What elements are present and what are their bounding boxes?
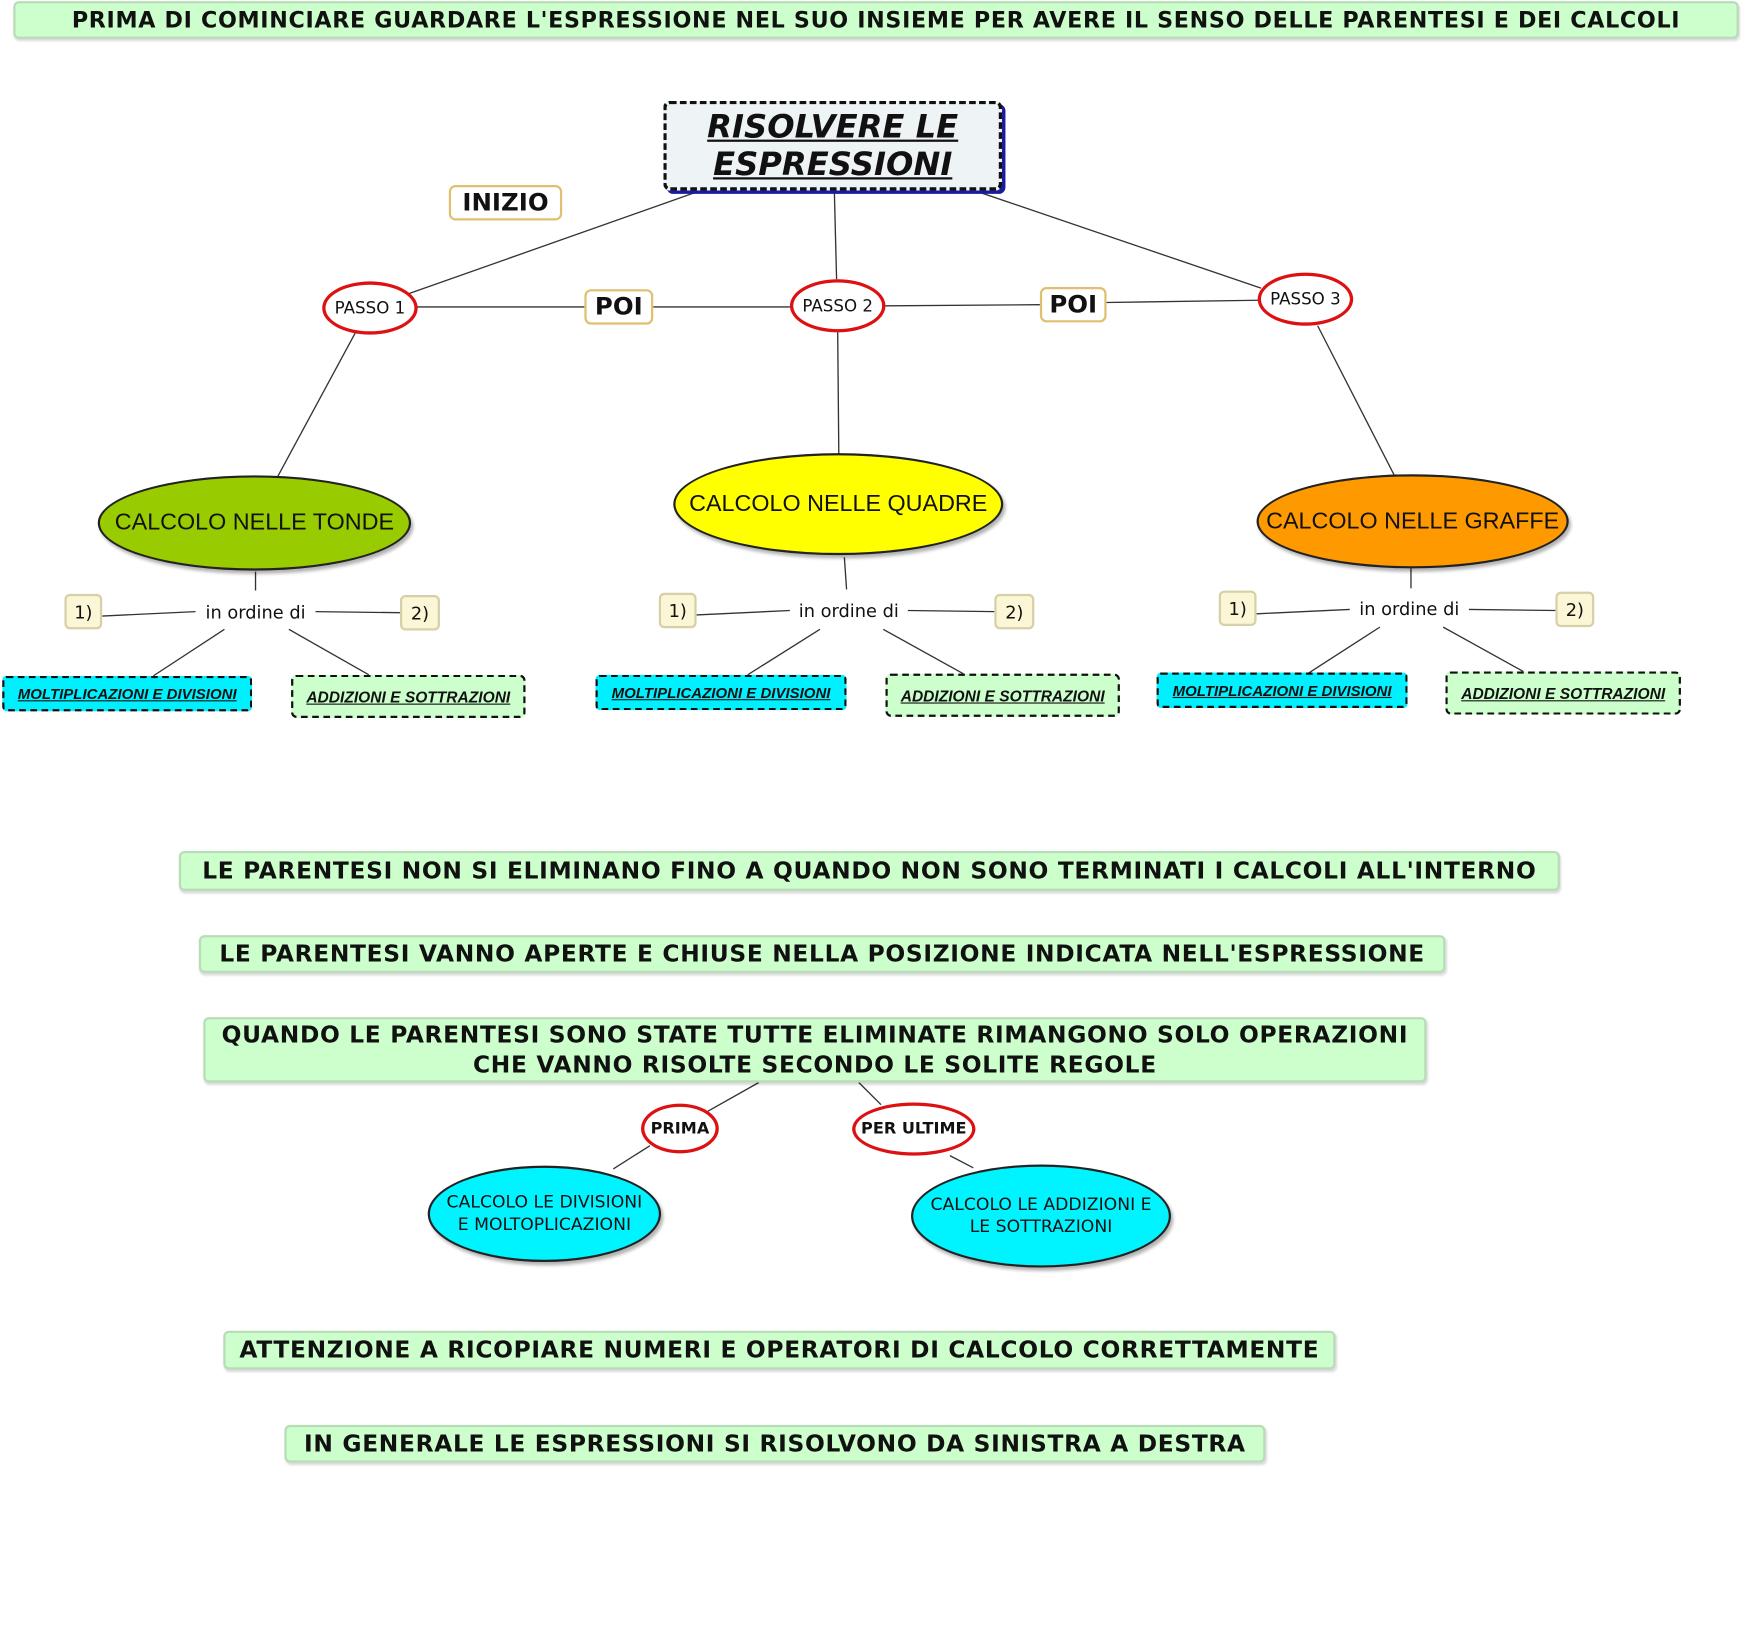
- num-1-step1[interactable]: 1): [64, 593, 103, 630]
- link-quadre-ordine: [843, 557, 848, 590]
- link-ordine1-first: [152, 628, 225, 677]
- ordine-label-2: in ordine di: [789, 598, 908, 623]
- note-banner-2: LE PARENTESI VANNO APERTE E CHIUSE NELLA…: [198, 935, 1446, 973]
- passo-2-node[interactable]: PASSO 2: [789, 279, 886, 333]
- calc-divisioni-line2: E MOLTOPLICAZIONI: [457, 1213, 632, 1234]
- root-title-line1: RISOLVERE LE: [707, 107, 959, 146]
- link-ordine1-n2: [315, 610, 400, 614]
- link-ordine1-second: [288, 628, 370, 676]
- link-prima-calc: [612, 1145, 651, 1170]
- inizio-tag[interactable]: INIZIO: [448, 185, 563, 221]
- num-2-step2[interactable]: 2): [994, 593, 1035, 630]
- calc-divisioni-node[interactable]: CALCOLO LE DIVISIONI E MOLTOPLICAZIONI: [427, 1165, 662, 1263]
- link-root-passo3: [977, 191, 1262, 289]
- passo-1-node[interactable]: PASSO 1: [322, 281, 418, 335]
- connector-lines: [102, 191, 1556, 1170]
- link-ordine3-n2: [1468, 608, 1556, 612]
- link-ordine3-first: [1307, 626, 1381, 675]
- calc-addizioni-node[interactable]: CALCOLO LE ADDIZIONI E LE SOTTRAZIONI: [911, 1164, 1171, 1268]
- link-final-prima: [707, 1081, 760, 1112]
- link-passo1-tonde: [277, 332, 357, 477]
- add-sub-step2[interactable]: ADDIZIONI E SOTTRAZIONI: [885, 673, 1120, 717]
- molt-div-step2[interactable]: MOLTIPLICAZIONI E DIVISIONI: [595, 674, 847, 711]
- link-ordine2-first: [747, 628, 821, 676]
- poi-tag-1[interactable]: POI: [584, 289, 654, 325]
- calcolo-quadre-node[interactable]: CALCOLO NELLE QUADRE: [673, 453, 1004, 556]
- num-2-step1[interactable]: 2): [399, 594, 440, 631]
- bottom-note-1: ATTENZIONE A RICOPIARE NUMERI E OPERATOR…: [223, 1330, 1336, 1370]
- calc-addizioni-line1: CALCOLO LE ADDIZIONI E: [930, 1194, 1152, 1215]
- link-passo2-quadre: [837, 332, 840, 455]
- link-perultime-calc: [949, 1155, 974, 1169]
- prima-node[interactable]: PRIMA: [641, 1103, 719, 1154]
- root-node[interactable]: RISOLVERE LE ESPRESSIONI: [663, 100, 1003, 191]
- link-passo2-poi: [885, 304, 1040, 307]
- link-ordine2-n2: [907, 609, 995, 613]
- calc-divisioni-line1: CALCOLO LE DIVISIONI: [446, 1192, 643, 1213]
- calcolo-tonde-node[interactable]: CALCOLO NELLE TONDE: [97, 475, 412, 571]
- final-banner-line2: CHE VANNO RISOLTE SECONDO LE SOLITE REGO…: [472, 1050, 1157, 1078]
- molt-div-step1[interactable]: MOLTIPLICAZIONI E DIVISIONI: [2, 675, 253, 712]
- poi-tag-2[interactable]: POI: [1039, 286, 1107, 323]
- link-poi-passo3: [1106, 299, 1259, 304]
- link-ordine2-n1: [696, 609, 790, 616]
- num-1-step3[interactable]: 1): [1218, 590, 1257, 627]
- link-ordine2-second: [882, 628, 964, 675]
- link-root-passo1: [408, 191, 698, 295]
- final-operations-banner[interactable]: QUANDO LE PARENTESI SONO STATE TUTTE ELI…: [203, 1017, 1427, 1083]
- ordine-label-3: in ordine di: [1349, 596, 1469, 621]
- add-sub-step3[interactable]: ADDIZIONI E SOTTRAZIONI: [1445, 671, 1681, 715]
- link-ordine3-second: [1442, 626, 1524, 673]
- link-ordine3-n1: [1256, 608, 1350, 615]
- root-title-line2: ESPRESSIONI: [713, 144, 953, 183]
- per-ultime-node[interactable]: PER ULTIME: [852, 1102, 976, 1156]
- link-passo3-graffe: [1317, 325, 1395, 476]
- note-banner-1: LE PARENTESI NON SI ELIMINANO FINO A QUA…: [178, 850, 1560, 891]
- add-sub-step1[interactable]: ADDIZIONI E SOTTRAZIONI: [291, 674, 526, 718]
- calcolo-graffe-node[interactable]: CALCOLO NELLE GRAFFE: [1256, 474, 1569, 569]
- bottom-note-2: IN GENERALE LE ESPRESSIONI SI RISOLVONO …: [284, 1424, 1266, 1463]
- num-2-step3[interactable]: 2): [1555, 591, 1595, 628]
- passo-3-node[interactable]: PASSO 3: [1257, 272, 1354, 326]
- link-final-perultime: [858, 1082, 882, 1106]
- num-1-step2[interactable]: 1): [658, 592, 697, 629]
- molt-div-step3[interactable]: MOLTIPLICAZIONI E DIVISIONI: [1156, 672, 1408, 709]
- link-ordine1-n1: [102, 610, 196, 617]
- calc-addizioni-line2: LE SOTTRAZIONI: [969, 1216, 1113, 1236]
- header-banner: PRIMA DI COMINCIARE GUARDARE L'ESPRESSIO…: [13, 1, 1739, 39]
- final-banner-line1: QUANDO LE PARENTESI SONO STATE TUTTE ELI…: [221, 1021, 1409, 1049]
- ordine-label-1: in ordine di: [195, 599, 316, 624]
- link-root-passo2: [833, 191, 838, 280]
